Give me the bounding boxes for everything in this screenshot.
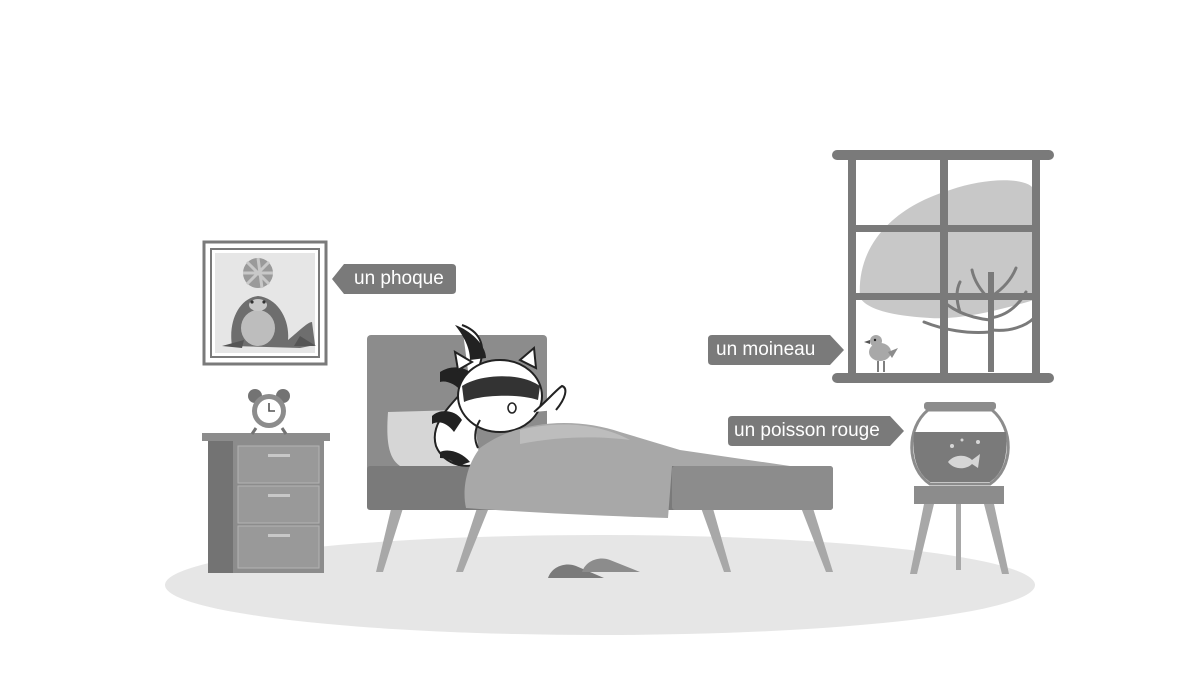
nightstand [202, 433, 330, 573]
window [832, 150, 1054, 383]
label-seal-text: un phoque [354, 268, 444, 289]
slippers-icon [548, 558, 640, 578]
sparrow-icon [864, 335, 898, 372]
goldfish-icon [910, 402, 1010, 486]
label-goldfish: un poisson rouge [728, 416, 904, 446]
label-goldfish-text: un poisson rouge [734, 420, 880, 441]
seal-picture-icon [202, 240, 328, 366]
alarm-clock-icon [248, 389, 290, 435]
side-table [910, 486, 1009, 574]
blanket [464, 422, 790, 518]
raccoon-icon [432, 324, 567, 467]
label-sparrow: un moineau [708, 335, 844, 365]
label-sparrow-text: un moineau [716, 339, 816, 360]
label-seal: un phoque [332, 264, 456, 294]
